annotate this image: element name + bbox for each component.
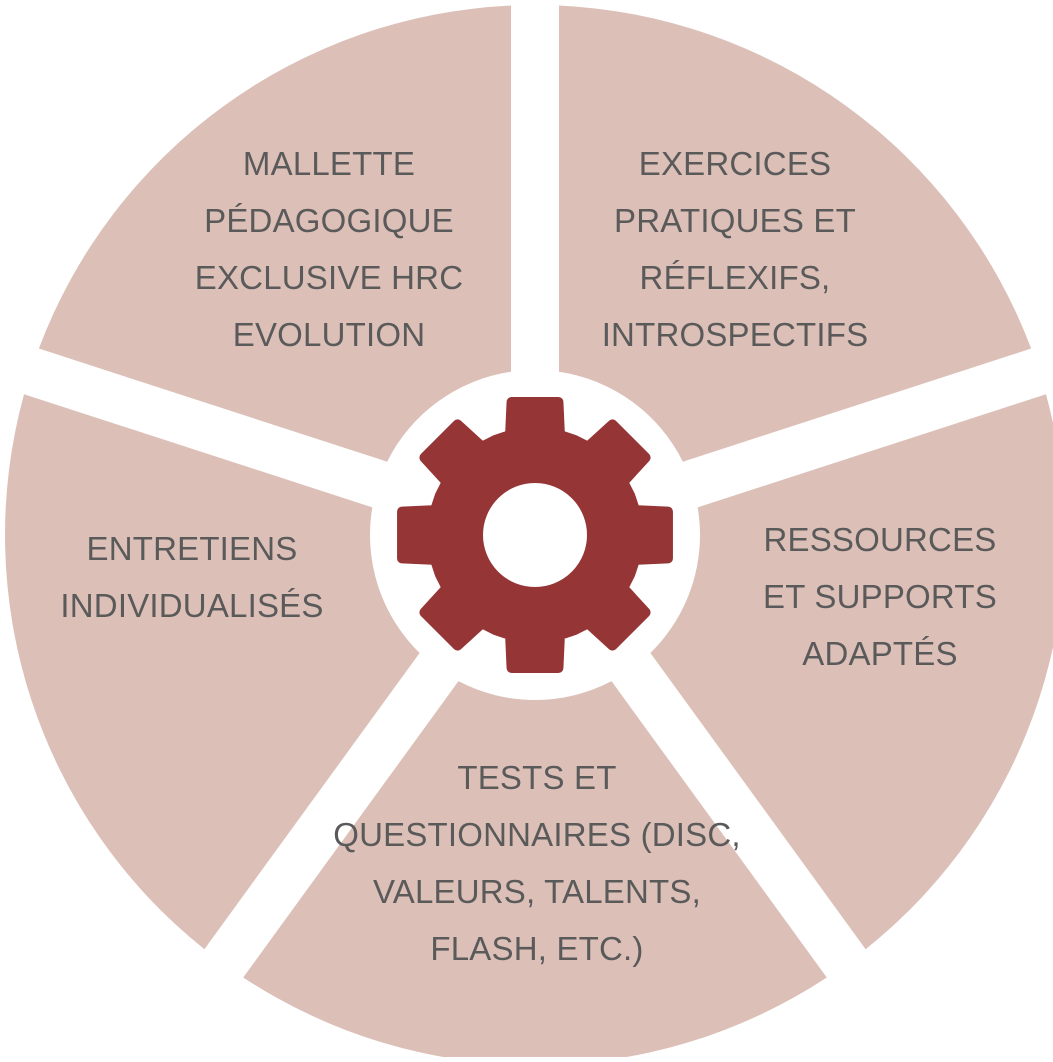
- wheel-segment-entretiens: [4, 394, 420, 950]
- label-line: RESSOURCES: [763, 521, 997, 558]
- label-line: ADAPTÉS: [802, 635, 958, 672]
- label-line: PÉDAGOGIQUE: [204, 202, 454, 239]
- label-line: FLASH, ETC.): [430, 930, 644, 967]
- label-line: EXCLUSIVE HRC: [194, 259, 464, 296]
- label-line: QUESTIONNAIRES (DISC,: [333, 816, 741, 853]
- label-line: MALLETTE: [242, 145, 416, 182]
- label-line: INDIVIDUALISÉS: [60, 587, 324, 624]
- label-line: TESTS ET: [457, 759, 617, 796]
- label-line: PRATIQUES ET: [614, 202, 856, 239]
- segment-label-entretiens: ENTRETIENS INDIVIDUALISÉS: [60, 520, 323, 634]
- segment-label-tests: TESTS ET QUESTIONNAIRES (DISC, VALEURS, …: [333, 749, 741, 977]
- label-line: ENTRETIENS: [86, 530, 298, 567]
- gear-icon: [397, 397, 673, 673]
- label-line: EXERCICES: [638, 145, 832, 182]
- label-line: INTROSPECTIFS: [601, 316, 869, 353]
- segment-label-exercices: EXERCICES PRATIQUES ET RÉFLEXIFS, INTROS…: [602, 135, 869, 363]
- segment-label-mallette: MALLETTE PÉDAGOGIQUE EXCLUSIVE HRC EVOLU…: [195, 135, 464, 363]
- label-line: EVOLUTION: [232, 316, 426, 353]
- wheel-segment-ressources: [650, 394, 1053, 950]
- segment-label-ressources: RESSOURCES ET SUPPORTS ADAPTÉS: [763, 511, 997, 682]
- wheel-segment-mallette: [38, 5, 512, 462]
- wheel-segment-exercices: [559, 5, 1032, 462]
- label-line: VALEURS, TALENTS,: [372, 873, 701, 910]
- label-line: ET SUPPORTS: [763, 578, 997, 615]
- wheel-segment-tests: [243, 681, 827, 1062]
- label-line: RÉFLEXIFS,: [639, 259, 831, 296]
